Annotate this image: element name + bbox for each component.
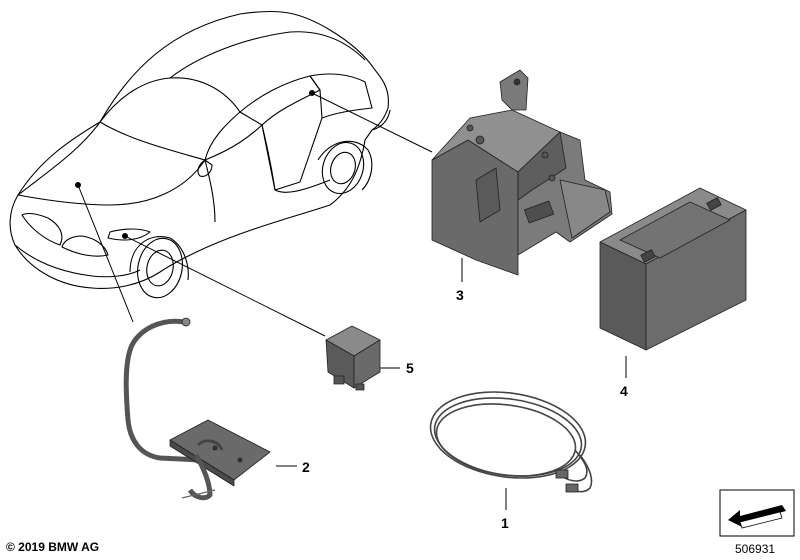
- reference-arrow-box: [719, 489, 795, 537]
- callout-part-2: 2: [302, 459, 310, 475]
- battery: [599, 187, 747, 351]
- leader-lines: [75, 90, 627, 510]
- battery-cable-plate: [123, 317, 271, 501]
- vehicle-outline: [9, 10, 391, 299]
- leader-line-part-3: [311, 92, 433, 153]
- callout-part-4: 4: [620, 383, 628, 399]
- battery-bracket: [431, 69, 613, 276]
- leader-line-part-2: [77, 184, 134, 323]
- copyright-text: © 2019 BMW AG: [6, 540, 100, 554]
- callout-part-3: 3: [456, 287, 464, 303]
- wiring-harness-coil: [429, 391, 593, 493]
- callout-part-1: 1: [501, 515, 509, 531]
- leader-line-part-5: [124, 235, 326, 337]
- relay-module: [325, 325, 381, 391]
- diagram-number: 506931: [735, 542, 776, 556]
- callout-part-5: 5: [406, 360, 414, 376]
